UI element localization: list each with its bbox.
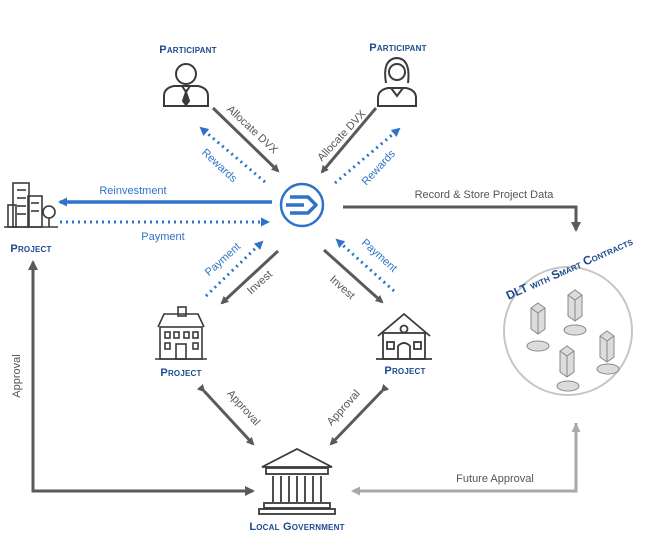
database-cube-icon: [526, 289, 620, 392]
approval-vertical-arrow: [28, 260, 250, 493]
allocate-right-label: Allocate DVX: [315, 108, 368, 164]
approval-vertical-label: Approval: [11, 354, 23, 397]
payment-left-label: Payment: [141, 231, 184, 243]
approval-right-house-label: Approval: [325, 388, 363, 428]
payment-lower-left-label: Payment: [203, 241, 243, 279]
rewards-left-label: Rewards: [199, 147, 239, 186]
future-approval-arrow: [351, 423, 578, 496]
project-house-left-title: Project: [160, 367, 201, 379]
invest-right-arrow: [322, 248, 384, 304]
man-user-icon: [163, 63, 209, 107]
woman-user-icon: [377, 56, 417, 107]
rewards-left-arrow: [199, 126, 266, 184]
allocate-left-label: Allocate DVX: [224, 103, 280, 156]
payment-lower-right-arrow: [335, 238, 396, 293]
approval-left-house-label: Approval: [224, 388, 262, 428]
participant-right-title: Participant: [369, 42, 426, 54]
local-government-title: Local Government: [249, 521, 344, 533]
rewards-right-arrow: [334, 127, 401, 185]
city-buildings-icon: [4, 182, 58, 228]
rewards-right-label: Rewards: [360, 148, 399, 188]
allocate-left-arrow: [211, 106, 280, 173]
record-store-label: Record & Store Project Data: [415, 189, 555, 201]
allocate-right-arrow: [320, 107, 378, 174]
invest-right-label: Invest: [327, 273, 357, 302]
government-building-icon: [258, 447, 336, 515]
participant-left-title: Participant: [159, 44, 216, 56]
approval-right-house-arrow: [329, 383, 390, 446]
invest-left-label: Invest: [245, 268, 275, 297]
reinvestment-label: Reinvestment: [99, 185, 166, 197]
future-approval-label: Future Approval: [456, 473, 534, 485]
payment-lower-left-arrow: [204, 240, 264, 298]
house-icon: [376, 312, 432, 360]
project-left-title: Project: [10, 243, 51, 255]
project-house-right-title: Project: [384, 365, 425, 377]
payment-lower-right-label: Payment: [359, 237, 399, 275]
invest-left-arrow: [220, 249, 280, 305]
record-store-arrow: [343, 205, 581, 232]
townhouse-icon: [155, 306, 207, 360]
approval-left-house-arrow: [196, 383, 255, 446]
dlt-network: DLT with Smart Contracts: [503, 234, 635, 396]
dvx-logo-icon: [279, 182, 325, 228]
